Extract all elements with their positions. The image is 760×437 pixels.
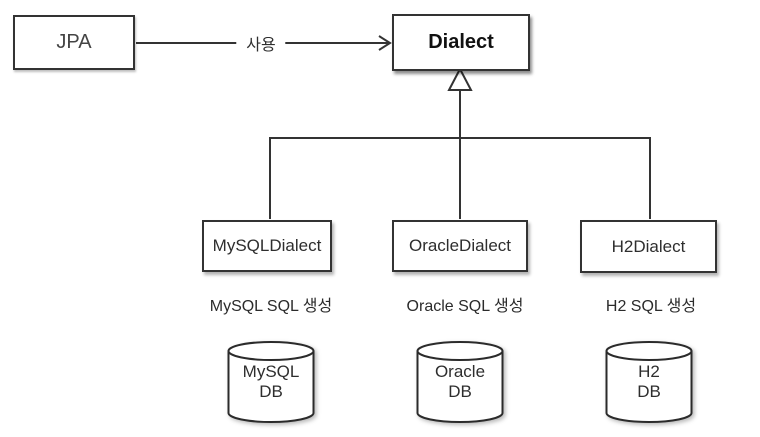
mysql-db-label-line1: MySQL [242,362,300,381]
node-dialect-label: Dialect [428,31,494,53]
node-h2-dialect-label: H2Dialect [611,236,686,256]
oracle-db-label-line2: DB [448,382,472,401]
inheritance-triangle-icon [447,66,473,91]
caption-oracle-sql: Oracle SQL 생성 [406,298,524,315]
edge-label-usage: 사용 [236,31,286,55]
h2-db-cylinder-icon [605,341,693,423]
caption-mysql-sql: MySQL SQL 생성 [209,298,333,315]
node-oracle-dialect-label: OracleDialect [408,236,512,255]
mysql-db-label: MySQL DB [228,362,314,402]
mysql-db-label-line2: DB [259,382,283,401]
node-dialect: Dialect [392,14,530,71]
arrowhead-icon [378,35,392,51]
node-mysql-dialect: MySQLDialect [202,220,332,272]
node-jpa: JPA [13,15,135,70]
oracle-db-label-line1: Oracle [434,362,486,381]
h2-db-label-line1: H2 [638,362,660,381]
node-h2-dialect: H2Dialect [580,220,717,273]
h2-db-label-line2: DB [637,382,661,401]
caption-h2-sql: H2 SQL 생성 [605,298,697,315]
oracle-db-cylinder-icon [416,341,504,423]
node-mysql-dialect-label: MySQLDialect [212,236,322,255]
h2-db-label: H2 DB [606,362,692,402]
node-oracle-dialect: OracleDialect [392,220,528,272]
mysql-db-cylinder-icon [227,341,315,423]
oracle-db-label: Oracle DB [417,362,503,402]
node-jpa-label: JPA [56,31,92,53]
